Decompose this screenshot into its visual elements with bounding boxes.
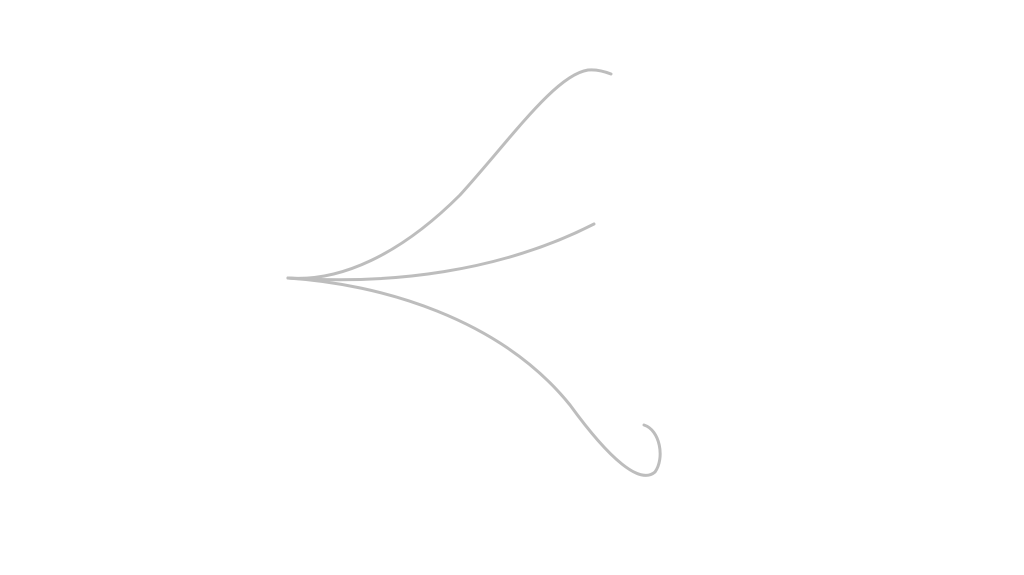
lower-curve — [286, 276, 662, 477]
upper-curve — [286, 68, 613, 280]
middle-curve — [286, 222, 596, 282]
